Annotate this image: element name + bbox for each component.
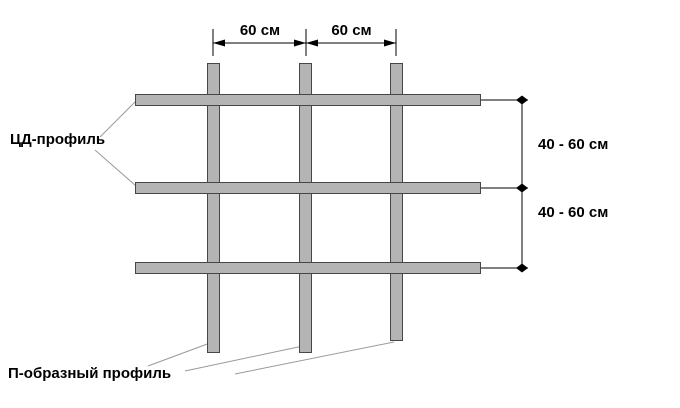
u-label-leader xyxy=(184,345,304,372)
arrowhead-icon xyxy=(384,39,396,47)
dimension-label-top-right: 60 см xyxy=(331,22,372,39)
dimension-label-right-lower: 40 - 60 см xyxy=(538,204,609,221)
cd-label-leader xyxy=(94,149,137,187)
dimension-label-top-left: 60 см xyxy=(239,22,281,39)
diamond-marker-icon xyxy=(516,95,528,105)
cd-label-leader xyxy=(99,100,137,138)
u-profile-bar xyxy=(299,63,312,353)
cd-profile-bar xyxy=(135,94,481,106)
arrowhead-icon xyxy=(294,39,306,47)
u-profile-label: П-образный профиль xyxy=(8,365,172,382)
cd-profile-bar xyxy=(135,262,481,274)
u-label-leader xyxy=(234,341,395,375)
diamond-marker-icon xyxy=(516,263,528,273)
diamond-marker-icon xyxy=(516,183,528,193)
u-profile-bar xyxy=(207,63,220,353)
dimension-label-right-upper: 40 - 60 см xyxy=(538,136,609,153)
arrowhead-icon xyxy=(306,39,318,47)
cd-profile-bar xyxy=(135,182,481,194)
u-label-leader xyxy=(147,342,211,367)
cd-profile-label: ЦД-профиль xyxy=(10,131,106,148)
arrowhead-icon xyxy=(213,39,225,47)
